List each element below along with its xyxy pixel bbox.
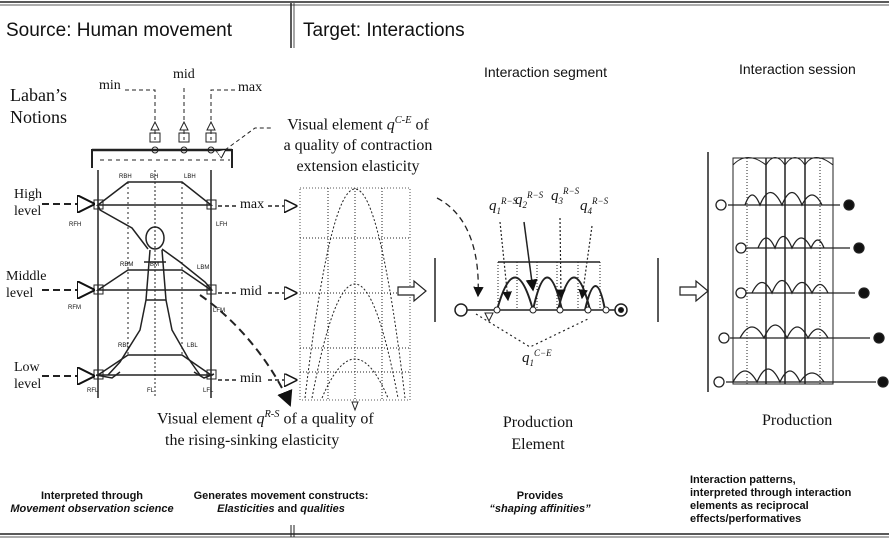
caption-affinities-line1: Provides <box>516 490 564 502</box>
caption-constructs: Generates movement constructs: Elasticit… <box>190 490 372 516</box>
level-middle-line2: level <box>6 286 34 301</box>
kinesphere-frame <box>93 170 217 398</box>
arrow-label-min: min <box>240 371 262 386</box>
q1-ce-label: q1C−E <box>522 348 552 368</box>
q1-rs-label: q1R−S <box>489 196 518 216</box>
body-label-lfm: LFM <box>213 308 225 314</box>
body-label-lbl: LBL <box>187 343 198 349</box>
label-max: max <box>238 80 263 95</box>
body-label-rfm: RFM <box>68 305 81 311</box>
body-label-rbh: RBH <box>119 174 132 180</box>
caption-patterns: Interaction patterns, interpreted throug… <box>690 474 886 526</box>
caption-patterns-line2: interpreted through interaction <box>690 487 852 499</box>
segment-brackets <box>434 152 709 392</box>
caption-observation-line1: Interpreted through <box>40 490 144 502</box>
caption-constructs-line1: Generates movement constructs: <box>193 490 369 502</box>
q4-rs-label: q4R−S <box>580 196 609 216</box>
caption-observation-line2: Movement observation science <box>10 503 174 515</box>
caption-affinities-line2: “shaping affinities” <box>489 503 591 515</box>
caption-patterns-line4: effects/performatives <box>690 513 802 525</box>
flow-arrows <box>397 279 709 303</box>
production-element-line1: Production <box>502 414 574 431</box>
level-arrows <box>42 204 296 407</box>
level-middle: Middle level <box>6 268 46 302</box>
level-high-line2: level <box>14 204 42 219</box>
body-label-rbm: RBM <box>120 262 134 268</box>
interaction-session <box>713 157 889 388</box>
level-low-line1: Low <box>14 360 40 375</box>
production-element: Production Element <box>488 412 588 456</box>
elasticity-chart <box>299 187 411 412</box>
production-label: Production <box>762 412 833 429</box>
caption-observation: Interpreted through Movement observation… <box>4 490 180 516</box>
level-middle-line1: Middle <box>6 269 47 284</box>
header-target: Target: Interactions <box>303 20 465 41</box>
body-label-rfl: RFL <box>87 388 99 394</box>
body-label-lbm: LBM <box>197 265 210 271</box>
session-title: Interaction session <box>739 61 856 77</box>
ve-ce-line2: a quality of contraction <box>283 137 433 155</box>
arrow-label-mid: mid <box>240 284 262 299</box>
production-element-line2: Element <box>511 436 565 453</box>
caption-constructs-line2: Elasticities and qualities <box>217 503 345 515</box>
ve-rs-line1: Visual element qR-S of a quality of <box>157 409 374 428</box>
segment-title: Interaction segment <box>484 64 607 80</box>
body-label-rfh: RFH <box>69 222 82 228</box>
level-high-line1: High <box>14 187 42 202</box>
labans-notions: Laban’s Notions <box>10 84 67 128</box>
labans-line1: Laban’s <box>10 85 67 105</box>
q2-rs-label: q2R−S <box>515 190 544 210</box>
body-label-bm: BM <box>150 262 159 268</box>
human-figure <box>95 204 215 379</box>
caption-patterns-line3: elements as reciprocal <box>690 500 809 512</box>
labans-line2: Notions <box>10 107 68 127</box>
label-min: min <box>99 78 121 93</box>
level-low-line2: level <box>14 377 42 392</box>
ve-ce-line3: extension elasticity <box>296 158 420 176</box>
body-label-lfl: LFL <box>203 388 214 394</box>
level-high: High level <box>14 186 42 220</box>
caption-affinities: Provides “shaping affinities” <box>480 490 600 516</box>
visual-element-ce: Visual element qC-E of a quality of cont… <box>258 110 458 177</box>
header-source: Source: Human movement <box>6 20 232 41</box>
body-label-lfh: LFH <box>216 222 228 228</box>
body-label-lbh: LBH <box>184 174 196 180</box>
body-label-bh: BH <box>150 174 159 180</box>
caption-patterns-line1: Interaction patterns, <box>690 474 796 486</box>
top-bracket <box>91 88 272 168</box>
arrow-label-max: max <box>240 197 265 212</box>
interaction-segment <box>436 197 628 348</box>
label-mid: mid <box>173 67 195 82</box>
ve-ce-line1: Visual element qC-E of <box>287 115 429 134</box>
body-label-fl: FL <box>147 388 155 394</box>
q3-rs-label: q3R−S <box>551 186 580 206</box>
body-label-rbl: RBL <box>118 343 130 349</box>
visual-element-rs: Visual element qR-S of a quality of the … <box>157 404 374 452</box>
level-low: Low level <box>14 359 41 393</box>
ve-rs-line2: the rising-sinking elasticity <box>165 432 340 450</box>
